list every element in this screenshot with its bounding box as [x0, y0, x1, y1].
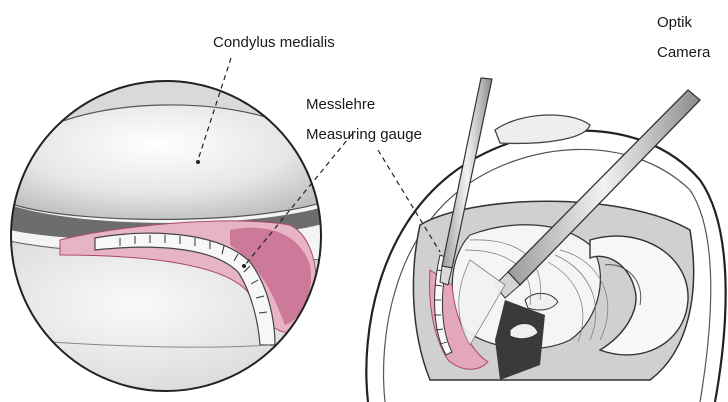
- label-measuring-gauge: Measuring gauge: [306, 126, 422, 144]
- label-optik: Optik: [657, 14, 692, 32]
- label-camera: Camera: [657, 44, 710, 62]
- label-condylus-medialis: Condylus medialis: [213, 34, 335, 52]
- arthroscopic-view: [0, 70, 340, 402]
- label-messlehre: Messlehre: [306, 96, 375, 114]
- leader-gauge-right: [378, 150, 440, 252]
